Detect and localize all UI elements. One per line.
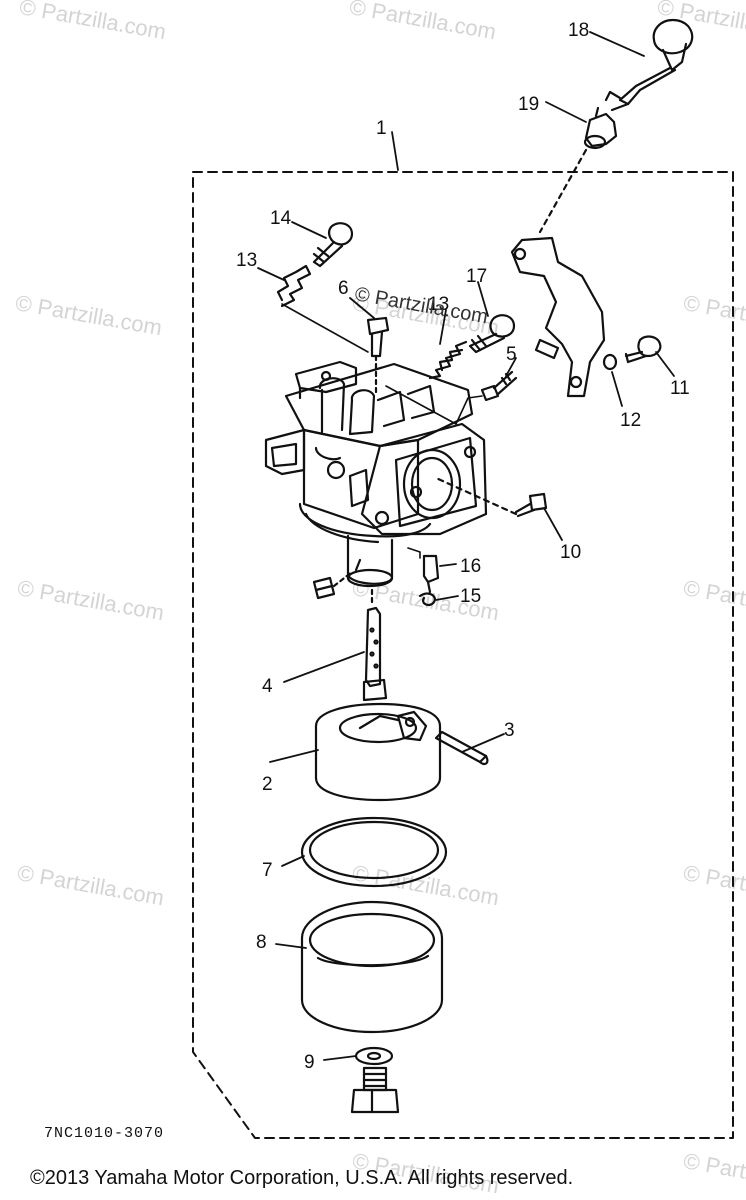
part-carburetor-body (264, 360, 488, 588)
part-needle-clip (418, 592, 436, 607)
callout-4: 4 (262, 676, 273, 697)
part-drain-washer (354, 1046, 394, 1066)
callout-11: 11 (670, 378, 690, 399)
callout-8: 8 (256, 932, 267, 953)
callout-labels: 1 2 3 4 5 6 7 8 9 10 11 12 13 13 14 15 1… (236, 20, 690, 1073)
part-choke-knob (604, 18, 694, 112)
callout-9: 9 (304, 1052, 315, 1073)
callout-14: 14 (270, 208, 292, 229)
callout-6: 6 (338, 278, 349, 299)
copyright-notice: ©2013 Yamaha Motor Corporation, U.S.A. A… (30, 1167, 574, 1189)
assembly-boundary (192, 171, 734, 1139)
callout-5: 5 (506, 344, 517, 365)
part-idle-screw (312, 222, 354, 268)
callout-19: 19 (518, 94, 539, 115)
callout-13-right: 13 (428, 294, 449, 315)
part-throttle-screw (480, 370, 518, 402)
callout-3: 3 (504, 720, 515, 741)
part-float (314, 702, 442, 802)
callout-2: 2 (262, 774, 273, 795)
callout-7: 7 (262, 860, 273, 881)
part-float-bowl (300, 900, 444, 1034)
callout-leaders (257, 31, 675, 1061)
part-bracket-screw (624, 335, 662, 364)
part-float-gasket (300, 816, 448, 888)
callout-13-left: 13 (236, 250, 257, 271)
part-needle-valve (422, 554, 440, 594)
callout-18: 18 (568, 20, 589, 41)
part-bracket-washer (602, 353, 618, 371)
callout-17: 17 (466, 266, 487, 287)
callout-1: 1 (376, 118, 387, 139)
callout-10: 10 (560, 542, 581, 563)
part-body-screw (514, 492, 548, 518)
part-pilot-jet (366, 316, 390, 394)
part-idle-spring (276, 264, 312, 308)
diagram-code: 7NC1010-3070 (44, 1125, 165, 1142)
watermark-center: © Partzilla.com (353, 283, 490, 328)
callout-15: 15 (460, 586, 481, 607)
part-throttle-stop-screw (428, 314, 516, 380)
part-drain-screw (312, 576, 336, 600)
callout-12: 12 (620, 410, 641, 431)
part-drain-bolt (350, 1066, 400, 1114)
part-main-nozzle (362, 588, 388, 702)
part-choke-bracket (510, 236, 606, 398)
callout-16: 16 (460, 556, 481, 577)
part-float-pin (434, 730, 489, 766)
part-grommet (583, 106, 618, 150)
